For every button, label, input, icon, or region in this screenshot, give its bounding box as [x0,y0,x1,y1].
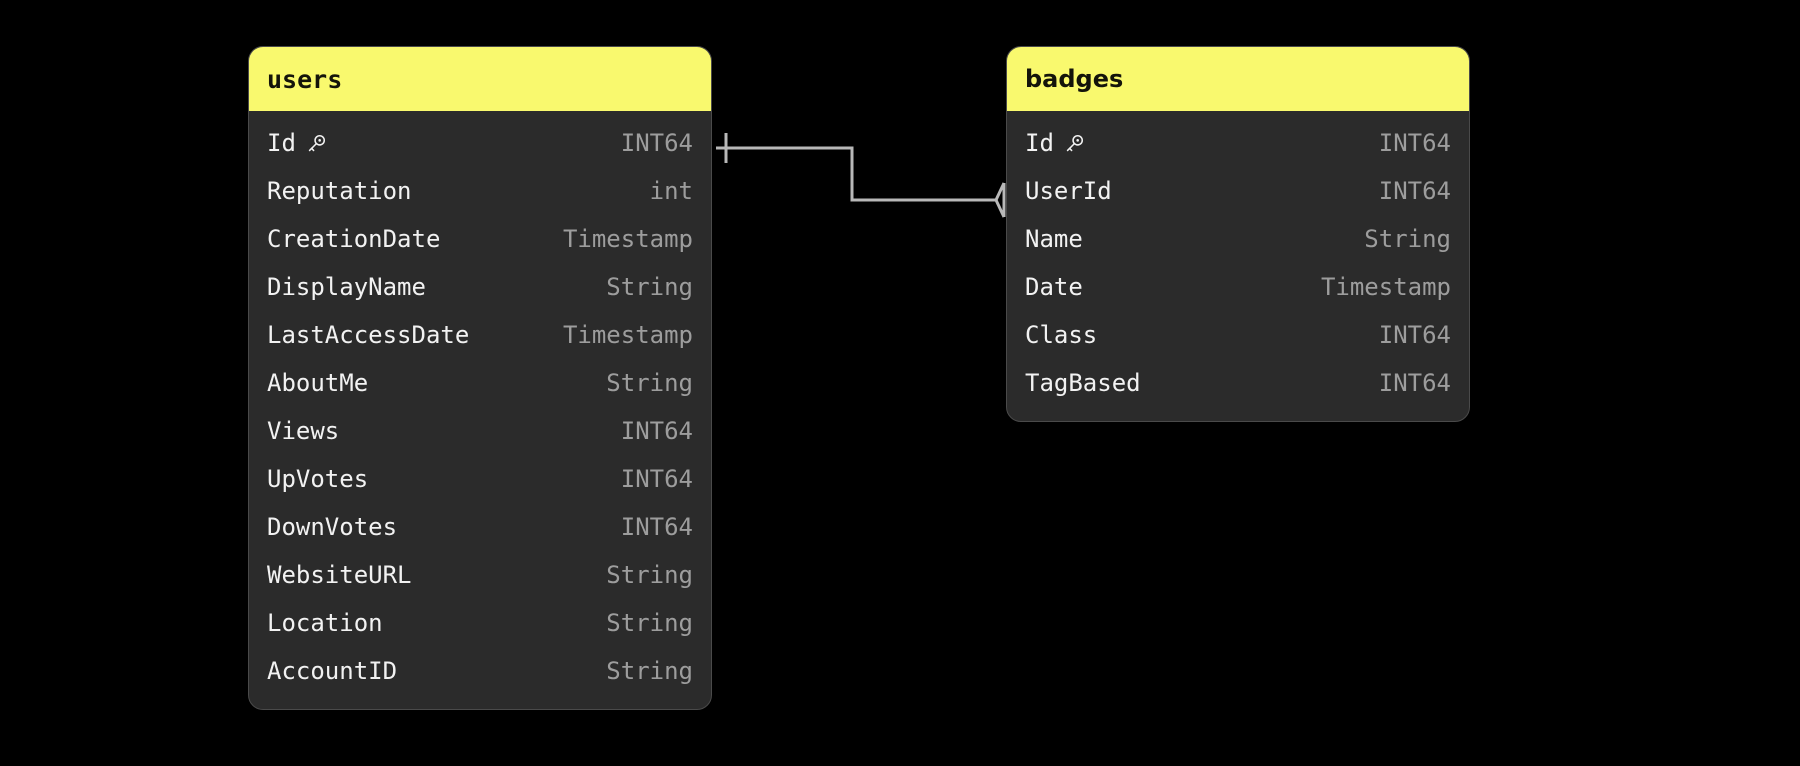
field-type: INT64 [1378,177,1451,205]
field-type: String [606,273,693,301]
field-name: Id [1025,131,1085,155]
field-name: Id [267,131,327,155]
table-row[interactable]: AboutMe String [249,359,711,407]
table-row[interactable]: DownVotes INT64 [249,503,711,551]
field-type: INT64 [620,513,693,541]
entity-fields-badges: Id INT64 UserId INT64 [1007,111,1469,421]
field-name: TagBased [1025,369,1141,397]
field-name: WebsiteURL [267,561,412,589]
table-row[interactable]: UpVotes INT64 [249,455,711,503]
field-name: AccountID [267,657,398,685]
field-type: INT64 [1378,369,1451,397]
field-name: UpVotes [267,465,369,493]
table-row[interactable]: UserId INT64 [1007,167,1469,215]
field-name: CreationDate [267,225,441,253]
table-row[interactable]: CreationDate Timestamp [249,215,711,263]
field-name: Location [267,609,383,637]
field-name: Name [1025,225,1083,253]
field-type: int [649,177,693,205]
field-type: INT64 [1378,129,1451,157]
entity-title-badges: badges [1007,47,1469,111]
field-name: Views [267,417,340,445]
field-type: INT64 [1378,321,1451,349]
field-type: String [606,561,693,589]
field-name: AboutMe [267,369,369,397]
field-type: Timestamp [562,225,693,253]
field-type: Timestamp [562,321,693,349]
table-row[interactable]: AccountID String [249,647,711,695]
key-icon [305,133,327,155]
entity-fields-users: Id INT64 Reputation int [249,111,711,709]
field-name: UserId [1025,177,1112,205]
table-row[interactable]: Views INT64 [249,407,711,455]
field-type: String [606,369,693,397]
field-type: Timestamp [1320,273,1451,301]
table-row[interactable]: WebsiteURL String [249,551,711,599]
field-name: Reputation [267,177,412,205]
field-name: LastAccessDate [267,321,470,349]
entity-table-badges[interactable]: badges Id INT64 User [1006,46,1470,422]
field-type: INT64 [620,129,693,157]
table-row[interactable]: Date Timestamp [1007,263,1469,311]
table-row[interactable]: TagBased INT64 [1007,359,1469,407]
relationship-line [716,146,996,202]
table-row[interactable]: LastAccessDate Timestamp [249,311,711,359]
table-row[interactable]: DisplayName String [249,263,711,311]
field-name: Date [1025,273,1083,301]
relationship-users-badges[interactable] [716,133,1006,218]
field-type: String [1364,225,1451,253]
field-name: DisplayName [267,273,426,301]
field-type: String [606,609,693,637]
table-row[interactable]: Name String [1007,215,1469,263]
table-row[interactable]: Id INT64 [249,119,711,167]
table-row[interactable]: Location String [249,599,711,647]
entity-table-users[interactable]: users Id INT64 Reput [248,46,712,710]
cardinality-many-marker [994,182,1006,218]
table-row[interactable]: Id INT64 [1007,119,1469,167]
field-name: Class [1025,321,1098,349]
field-type: INT64 [620,417,693,445]
table-row[interactable]: Reputation int [249,167,711,215]
table-row[interactable]: Class INT64 [1007,311,1469,359]
field-name: DownVotes [267,513,398,541]
field-type: String [606,657,693,685]
entity-title-users: users [249,47,711,111]
key-icon [1063,133,1085,155]
field-type: INT64 [620,465,693,493]
